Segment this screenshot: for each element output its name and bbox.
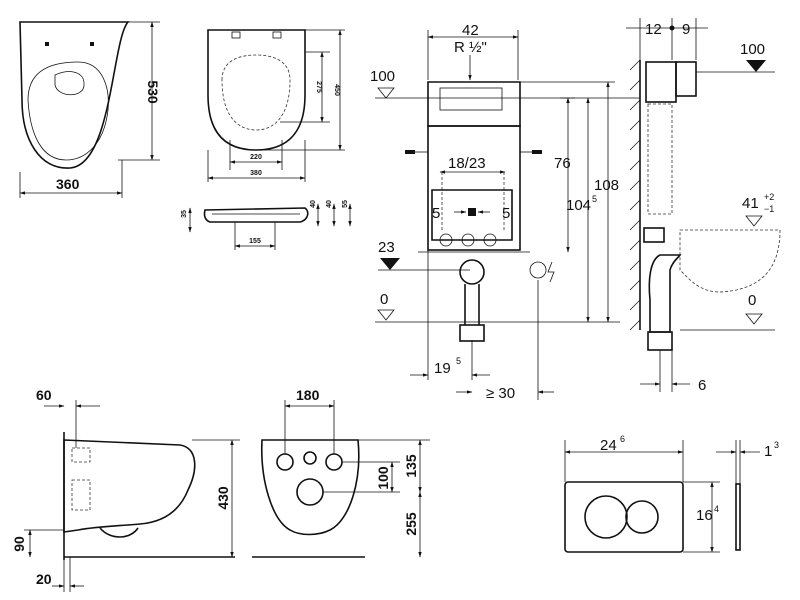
dim-430: 430 xyxy=(215,486,231,510)
dim-155: 155 xyxy=(249,238,261,245)
frame-side-view: 12 9 100 41 +2 −1 0 6 xyxy=(626,18,781,394)
flush-plate: 24 6 16 4 1 3 xyxy=(564,434,779,553)
bowl-side-view: 60 430 90 20 xyxy=(11,387,240,592)
mount-hole-left xyxy=(45,42,49,46)
dim-9: 9 xyxy=(682,21,690,38)
toilet-top-view: 360 530 xyxy=(19,21,161,198)
dim-104: 104 xyxy=(566,197,591,214)
dim-16-sup: 4 xyxy=(714,504,719,514)
dim-24: 24 xyxy=(600,437,617,454)
pipe-label: R ½" xyxy=(454,39,487,56)
dim-41-plus: +2 xyxy=(764,192,774,202)
level-100: 100 xyxy=(370,68,395,85)
dim-41: 41 xyxy=(742,195,759,212)
dim-90: 90 xyxy=(11,536,27,552)
flush-plate-body xyxy=(564,481,684,553)
dim-30: ≥ 30 xyxy=(486,385,515,402)
dim-1-sup: 3 xyxy=(774,440,779,450)
dim-42: 42 xyxy=(462,22,479,39)
bowl-back-outline xyxy=(260,439,360,536)
power-icon xyxy=(547,261,555,283)
dim-40b: 40 xyxy=(326,200,333,208)
dim-220: 220 xyxy=(250,154,262,161)
dim-180: 180 xyxy=(296,387,320,403)
side-drain xyxy=(648,254,682,333)
side-level-0: 0 xyxy=(748,292,756,309)
side-bowl-outline xyxy=(679,229,781,293)
bowl-back-view: 180 100 135 255 xyxy=(252,387,430,558)
level-0: 0 xyxy=(380,291,388,308)
flush-button-small xyxy=(625,500,659,534)
dim-19: 19 xyxy=(434,360,451,377)
dim-135: 135 xyxy=(403,454,419,478)
dim-24-sup: 6 xyxy=(620,434,625,444)
drain-outlet xyxy=(296,478,324,506)
cistern-top xyxy=(427,81,521,127)
dim-530: 530 xyxy=(145,80,161,104)
toilet-bowl-inner xyxy=(27,61,109,161)
power-socket xyxy=(529,261,547,279)
level-23: 23 xyxy=(378,239,395,256)
dim-6: 6 xyxy=(698,377,706,394)
bowl-side-outline xyxy=(63,439,196,533)
dim-55: 55 xyxy=(342,200,349,208)
frame-front-view: 42 R ½" 18/23 5 5 100 23 0 xyxy=(370,22,640,402)
bowl-foot xyxy=(99,527,139,538)
dim-380: 380 xyxy=(250,170,262,177)
frame-body xyxy=(427,125,521,251)
dim-41-minus: −1 xyxy=(764,204,774,214)
dim-12: 12 xyxy=(645,21,662,38)
mount-hole-right xyxy=(90,42,94,46)
flush-button-large xyxy=(584,495,628,539)
seat-top-view: 275 450 220 380 xyxy=(207,29,345,182)
seat-side-view: 155 35 40 40 55 xyxy=(181,200,352,250)
side-cistern xyxy=(645,61,677,103)
dim-100: 100 xyxy=(375,466,391,490)
side-level-100: 100 xyxy=(740,41,765,58)
dim-108: 108 xyxy=(594,177,619,194)
dim-104-sup: 5 xyxy=(592,194,597,204)
dim-5-right: 5 xyxy=(502,205,510,222)
dim-255: 255 xyxy=(403,512,419,536)
dim-450: 450 xyxy=(333,84,340,96)
toilet-drain xyxy=(54,71,85,96)
water-inlet xyxy=(303,451,317,465)
dim-18-23: 18/23 xyxy=(448,155,486,172)
dim-275: 275 xyxy=(315,81,322,93)
frame-lower xyxy=(431,189,513,241)
toilet-outline xyxy=(19,21,130,169)
dim-35: 35 xyxy=(181,210,188,218)
dim-16: 16 xyxy=(696,507,713,524)
dim-60: 60 xyxy=(36,387,52,403)
dim-19-sup: 5 xyxy=(456,356,461,366)
dim-40a: 40 xyxy=(310,200,317,208)
mount-hole-right xyxy=(325,453,343,471)
flush-plate-side xyxy=(735,483,741,551)
dim-5-left: 5 xyxy=(432,205,440,222)
dim-1: 1 xyxy=(764,443,772,460)
drain-pipe xyxy=(459,259,485,285)
seat-inner xyxy=(221,54,291,131)
mount-hole-left xyxy=(276,453,294,471)
dim-76: 76 xyxy=(554,155,571,172)
seat-side-outline xyxy=(203,207,309,223)
dim-360: 360 xyxy=(56,176,80,192)
dim-20: 20 xyxy=(36,571,52,587)
